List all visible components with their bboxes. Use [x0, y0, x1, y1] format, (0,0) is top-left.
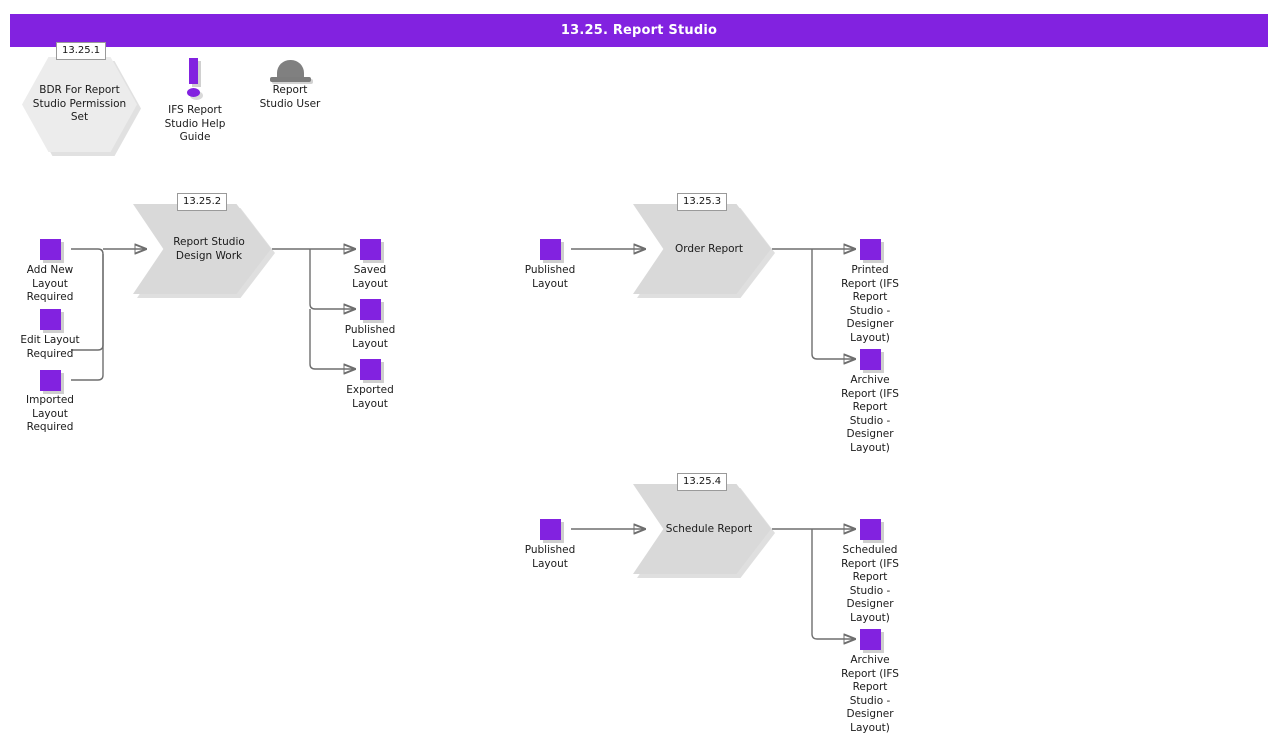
process-title-schedule-report: Schedule Report [665, 523, 753, 535]
help-guide-node[interactable] [185, 58, 207, 98]
input-label-imported-layout: Imported Layout Required [26, 394, 74, 433]
input-node-published-layout-schedule[interactable] [540, 519, 561, 540]
data-square-icon [860, 349, 881, 370]
data-square-icon [40, 309, 61, 330]
output-label-archive-report-order: Archive Report (IFS Report Studio - Desi… [841, 374, 899, 454]
data-square-icon [40, 370, 61, 391]
page-header: 13.25. Report Studio [10, 14, 1268, 47]
input-label-add-new-layout: Add New Layout Required [26, 264, 74, 303]
output-node-archive-report-schedule[interactable] [860, 629, 881, 650]
output-label-saved-layout: Saved Layout [352, 264, 388, 290]
output-label-scheduled-report: Scheduled Report (IFS Report Studio - De… [841, 544, 899, 624]
input-label-published-layout-schedule: Published Layout [524, 544, 576, 570]
exclamation-dot-icon [187, 88, 200, 97]
output-node-printed-report[interactable] [860, 239, 881, 260]
input-node-imported-layout[interactable] [40, 370, 61, 391]
input-node-add-new-layout[interactable] [40, 239, 61, 260]
data-square-icon [860, 239, 881, 260]
badge-13-25-4: 13.25.4 [677, 473, 728, 491]
badge-13-25-2: 13.25.2 [177, 193, 228, 211]
process-node-order-report[interactable]: Order Report [633, 204, 775, 298]
process-title-order-report: Order Report [675, 243, 743, 255]
input-label-edit-layout: Edit Layout Required [20, 334, 80, 360]
output-label-printed-report: Printed Report (IFS Report Studio - Desi… [841, 264, 899, 344]
process-title-design-work: Report Studio Design Work [173, 236, 245, 262]
output-node-scheduled-report[interactable] [860, 519, 881, 540]
input-node-edit-layout[interactable] [40, 309, 61, 330]
help-guide-label: IFS Report Studio Help Guide [164, 104, 226, 143]
output-node-exported-layout[interactable] [360, 359, 381, 380]
hexagon-shape: BDR For Report Studio Permission Set [22, 57, 137, 152]
bdr-permission-set-node[interactable]: BDR For Report Studio Permission Set [22, 57, 141, 156]
data-square-icon [360, 299, 381, 320]
page-title: 13.25. Report Studio [560, 23, 718, 38]
data-square-icon [360, 359, 381, 380]
report-studio-user-node[interactable] [270, 60, 312, 88]
data-square-icon [860, 629, 881, 650]
badge-13-25-1: 13.25.1 [56, 42, 107, 60]
output-node-archive-report-order[interactable] [860, 349, 881, 370]
output-node-saved-layout[interactable] [360, 239, 381, 260]
process-node-schedule-report[interactable]: Schedule Report [633, 484, 775, 578]
input-label-published-layout-order: Published Layout [524, 264, 576, 290]
report-studio-user-label: Report Studio User [259, 84, 321, 110]
data-square-icon [540, 239, 561, 260]
exclamation-icon [189, 58, 198, 84]
output-label-exported-layout: Exported Layout [346, 384, 394, 410]
badge-13-25-3: 13.25.3 [677, 193, 728, 211]
actor-hat-brim-icon [270, 77, 311, 82]
data-square-icon [860, 519, 881, 540]
data-square-icon [360, 239, 381, 260]
output-node-published-layout[interactable] [360, 299, 381, 320]
data-square-icon [40, 239, 61, 260]
actor-hat-icon [277, 60, 304, 79]
input-node-published-layout-order[interactable] [540, 239, 561, 260]
data-square-icon [540, 519, 561, 540]
process-node-design-work[interactable]: Report Studio Design Work [133, 204, 275, 298]
bdr-label: BDR For Report Studio Permission Set [32, 84, 127, 124]
output-label-archive-report-schedule: Archive Report (IFS Report Studio - Desi… [841, 654, 899, 734]
output-label-published-layout: Published Layout [344, 324, 396, 350]
